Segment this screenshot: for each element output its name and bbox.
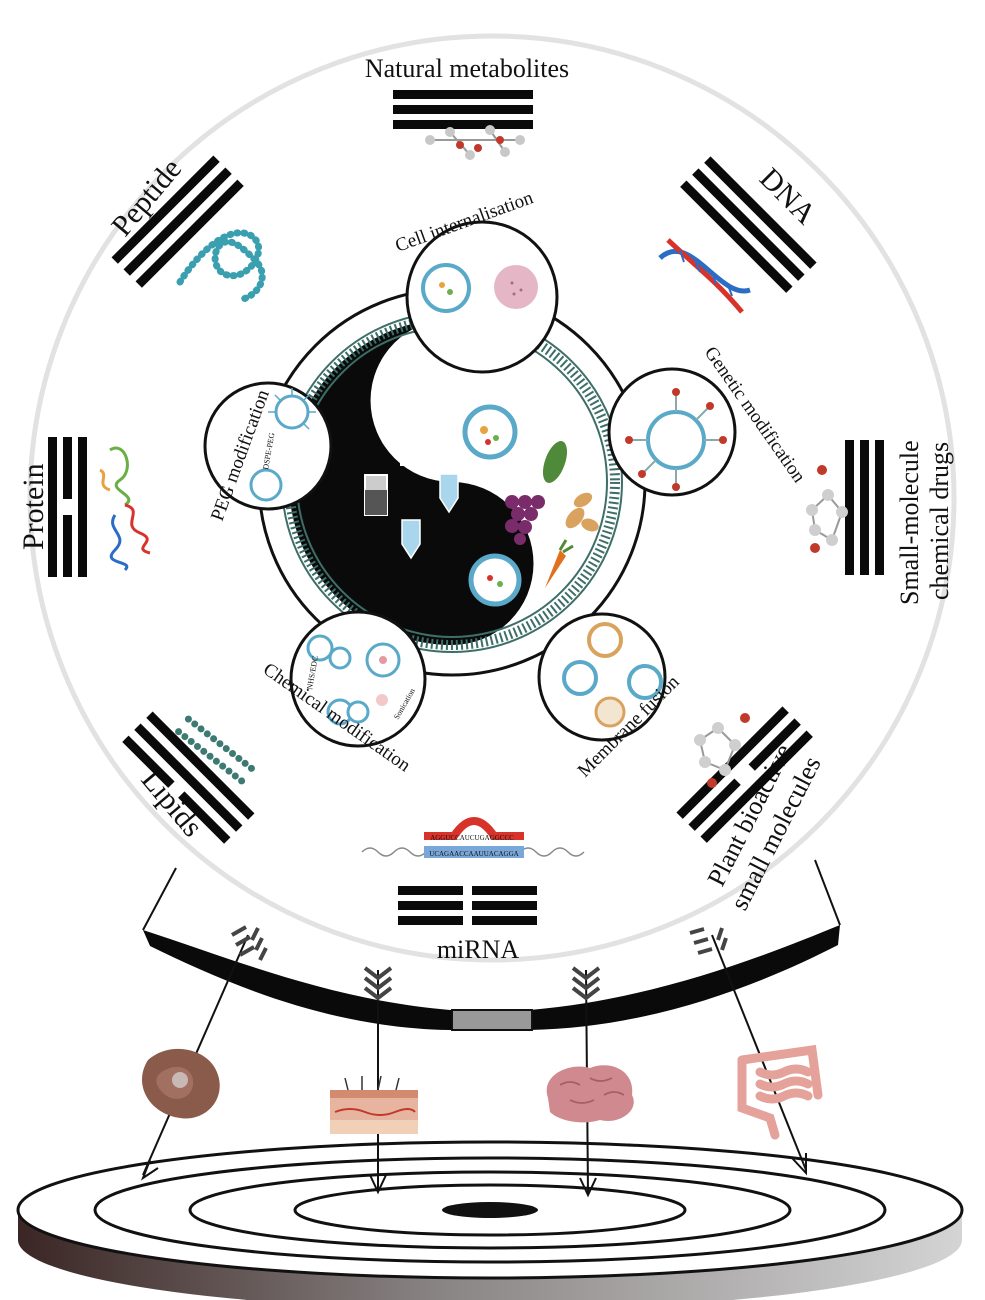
arrow-fletching-icon (363, 966, 393, 1195)
cell-icon (494, 265, 538, 309)
brain-icon (546, 1065, 634, 1123)
trigram-dna (680, 156, 817, 293)
small-molecule-label-2: chemical drugs (925, 442, 954, 600)
small-molecule-label-1: Small-molecule (895, 440, 924, 605)
vesicle-bottom (468, 553, 522, 607)
bow-grip (451, 1009, 533, 1031)
strategy-genetic-modification (607, 367, 737, 497)
intestine-icon (737, 1044, 823, 1140)
peptide-chain-icon (176, 229, 266, 304)
arrow-fletching-icon (689, 927, 807, 1176)
strategy-membrane-fusion (537, 612, 667, 742)
cucumber-icon (542, 441, 568, 483)
protein-label: Protein (17, 463, 50, 550)
carrot-icon (545, 550, 566, 588)
mirna-sequence-bottom: UCAGAACCAAUUACAGGA (429, 850, 518, 858)
strategy-peg-modification: DSPE-PEG (203, 381, 333, 511)
bow (142, 859, 841, 1031)
trigram-small-molecule (845, 440, 884, 575)
outer-ring (27, 33, 957, 963)
protein-ribbon-icon (99, 446, 151, 572)
trigram-plant (676, 706, 813, 843)
natural-metabolites-label: Natural metabolites (365, 54, 569, 83)
yin-yang-icon (281, 311, 623, 653)
trigram-protein (48, 437, 87, 577)
trigram-peptide (111, 155, 244, 288)
mirna-sequence-top: AGGUCCAUCUGAGGCCC (430, 834, 514, 842)
mirna-label: miRNA (437, 935, 520, 964)
skin-section-icon (330, 1075, 418, 1134)
ginger-icon (565, 492, 599, 532)
tumor-cell-icon (142, 1048, 220, 1119)
mirna-hairpin-icon: AGGUCCAUCUGAGGCCC UCAGAACCAAUUACAGGA (361, 817, 585, 858)
dna-helix-icon (658, 238, 751, 314)
strategy-cell-internalisation (405, 220, 559, 374)
grape-icon (505, 495, 545, 545)
trigram-natural-metabolites (393, 90, 533, 129)
trigram-lipids (122, 711, 255, 844)
trigram-mirna (398, 886, 537, 925)
strategy-chemical-modification: NHS/EDC Sonication (289, 610, 427, 748)
ball-and-stick-molecule-icon (425, 125, 525, 160)
vesicle-top-right (462, 404, 518, 460)
ball-and-stick-molecule-icon (694, 713, 750, 788)
centrifuge-tube-icon (439, 473, 459, 514)
lipid-bilayer-icon (175, 715, 255, 785)
target (16, 1140, 964, 1300)
ball-and-stick-molecule-icon (806, 465, 848, 553)
